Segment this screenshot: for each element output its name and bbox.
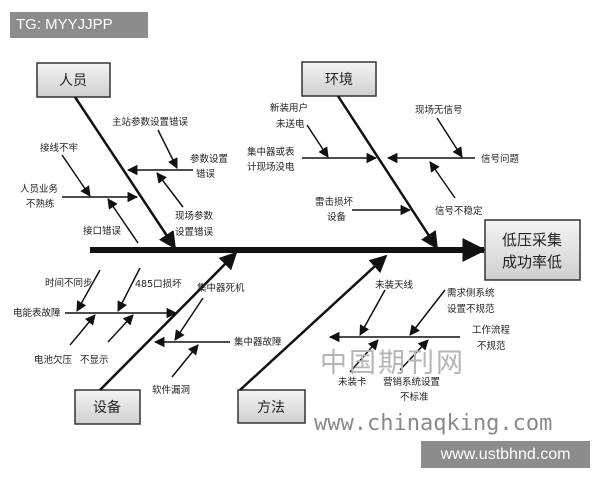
cause-label: 营销系统设置 [383, 376, 440, 388]
bone-method [239, 254, 388, 391]
cause-label: 电池欠压 [34, 354, 73, 366]
cause-label: 信号不稳定 [435, 205, 483, 217]
cause-label: 软件漏洞 [152, 384, 190, 396]
bone-environment [336, 95, 439, 250]
watermark-bottom-right: www.ustbhnd.com [421, 441, 590, 468]
cause-label: 未装卡 [338, 376, 367, 388]
cause-label: 不显示 [80, 355, 109, 366]
cause-label: 参数设置 [190, 153, 228, 165]
category-label: 方法 [257, 400, 285, 416]
bone-personnel [73, 96, 177, 250]
arrow [349, 339, 379, 373]
arrow [409, 289, 446, 336]
category-equipment: 设备 [74, 389, 141, 425]
arrow [429, 161, 456, 199]
effect-box: 低压采集 成功率低 [484, 219, 581, 281]
cause-label: 电能表故障 [13, 307, 61, 319]
arrow [359, 289, 386, 336]
cause-label: 集中器故障 [234, 336, 282, 348]
cause-label: 信号问题 [481, 153, 520, 165]
cause-label: 新装用户 [270, 102, 308, 114]
arrow [61, 154, 91, 197]
cause-label: 雷击损坏 [315, 196, 354, 208]
arrow [171, 344, 199, 378]
arrow [117, 267, 141, 312]
cause-label: 不熟练 [26, 198, 55, 210]
cause-label: 时间不同步 [45, 277, 93, 289]
arrow [174, 297, 204, 341]
cause-label: 现场无信号 [415, 104, 463, 116]
category-method: 方法 [237, 389, 306, 424]
arrow [156, 172, 184, 208]
category-environment: 环境 [301, 61, 377, 97]
category-label: 人员 [59, 73, 87, 89]
category-label: 设备 [93, 399, 121, 416]
cause-label: 不标准 [400, 391, 429, 403]
arrow [69, 314, 96, 346]
cause-label: 计现场没电 [247, 161, 295, 173]
bone-equipment [99, 251, 238, 391]
cause-label: 现场参数 [175, 210, 214, 222]
cause-label: 错误 [196, 168, 216, 180]
arrow [306, 124, 329, 158]
arrow [399, 339, 429, 371]
cause-label: 人员业务 [20, 183, 59, 195]
cause-label: 未送电 [276, 118, 305, 130]
effect-line1: 低压采集 [502, 231, 562, 249]
watermark-cn-site: 中国期刊网 [320, 348, 465, 379]
cause-label: 主站参数设置错误 [112, 116, 189, 128]
arrow [157, 129, 178, 169]
cause-label: 设备 [327, 211, 347, 223]
cause-label: 接口错误 [83, 225, 122, 237]
cause-label: 集中器或表 [247, 146, 295, 158]
category-personnel: 人员 [36, 62, 111, 98]
arrow [107, 198, 139, 244]
arrow [107, 314, 134, 343]
cause-label: 设置错误 [175, 226, 214, 238]
arrow [436, 117, 463, 158]
cause-label: 集中器死机 [197, 282, 245, 294]
watermark-top-left: TG: MYYJJPP [10, 12, 148, 38]
cause-label: 接线不牢 [40, 142, 78, 154]
effect-line2: 成功率低 [502, 253, 562, 271]
watermark-site-url: www.chinaqking.com [314, 411, 552, 436]
category-label: 环境 [325, 72, 353, 88]
cause-label: 485口损坏 [135, 278, 182, 290]
arrow [76, 269, 101, 312]
cause-label: 不规范 [477, 340, 506, 352]
cause-label: 需求侧系统 [447, 287, 495, 299]
cause-label: 设置不规范 [447, 303, 495, 315]
cause-label: 未装天线 [375, 279, 414, 291]
cause-label: 工作流程 [472, 324, 511, 336]
